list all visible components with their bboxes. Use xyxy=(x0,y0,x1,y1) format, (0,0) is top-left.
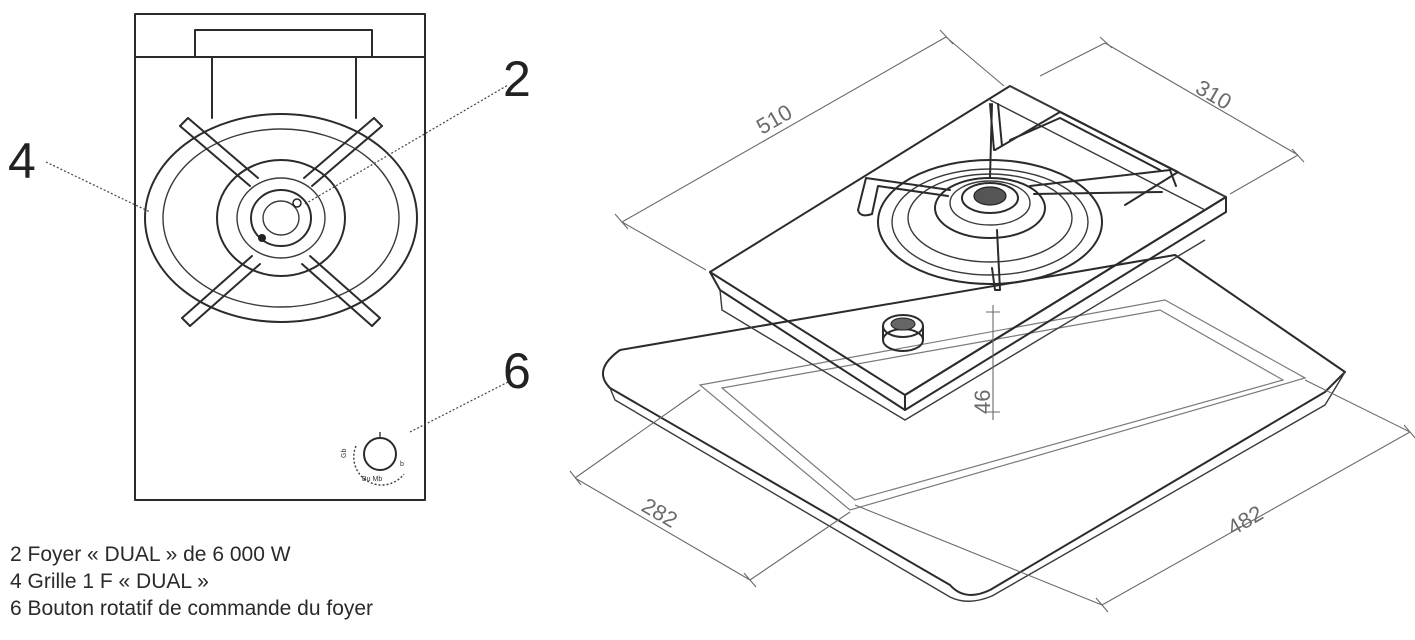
grille-frame-iso xyxy=(994,111,1179,206)
worktop-front-edge xyxy=(609,371,1346,602)
knob-top: Gb Bu Mb b xyxy=(341,432,405,486)
worktop-outline xyxy=(601,254,1346,596)
legend-item-2: 2 Foyer « DUAL » de 6 000 W xyxy=(10,543,291,566)
leader-4 xyxy=(45,161,151,213)
burner-cap-outer xyxy=(236,177,326,259)
dim-510: 510 xyxy=(752,99,796,139)
legend: 2 Foyer « DUAL » de 6 000 W 4 Grille 1 F… xyxy=(10,541,373,622)
dim-310: 310 xyxy=(1192,75,1236,115)
legend-item-6: 6 Bouton rotatif de commande du foyer xyxy=(10,597,374,620)
dim-482-line xyxy=(854,379,1415,613)
cutout-inner xyxy=(720,309,1285,501)
isometric-view: 510 310 46 282 482 xyxy=(569,29,1415,613)
hob-back-strip xyxy=(989,85,1227,211)
dim-46: 46 xyxy=(970,390,995,414)
hob-side-front xyxy=(709,271,906,411)
grille-arms-iso xyxy=(857,103,1177,291)
callout-4: 4 xyxy=(8,133,36,189)
grille-rails xyxy=(211,56,357,119)
burner-center xyxy=(262,200,300,236)
outer-ring xyxy=(144,113,418,323)
knob-label-right: b xyxy=(400,461,404,468)
hob-underbody xyxy=(719,239,1206,421)
dim-510-line xyxy=(614,29,1005,271)
hob-side-right xyxy=(904,196,1227,411)
burner-ring xyxy=(216,159,346,277)
knob-label-left: Gb xyxy=(341,449,348,458)
knob-iso xyxy=(882,314,924,352)
thermocouple-dot xyxy=(258,234,266,242)
hob-outline xyxy=(134,13,426,501)
leader-2 xyxy=(304,84,509,205)
dim-310-line xyxy=(1039,36,1305,195)
dim-482: 482 xyxy=(1223,500,1267,540)
legend-item-4: 4 Grille 1 F « DUAL » xyxy=(10,570,209,593)
cutout-outline xyxy=(698,299,1307,511)
outer-ring-inner xyxy=(162,128,400,308)
callout-6: 6 xyxy=(503,343,531,399)
dim-282: 282 xyxy=(638,493,682,533)
igniter-dot xyxy=(292,198,302,208)
burner-cap xyxy=(250,189,312,247)
knob-label-bottom: Bu Mb xyxy=(362,476,382,483)
dim-46-line xyxy=(986,305,1000,420)
callout-2: 2 xyxy=(503,51,531,107)
grille-foot-left xyxy=(857,209,873,217)
grille-arms xyxy=(179,117,383,327)
grille-back-bar xyxy=(194,29,373,58)
dim-282-line xyxy=(569,389,851,588)
top-view: Gb Bu Mb b 2 4 6 xyxy=(8,13,531,501)
